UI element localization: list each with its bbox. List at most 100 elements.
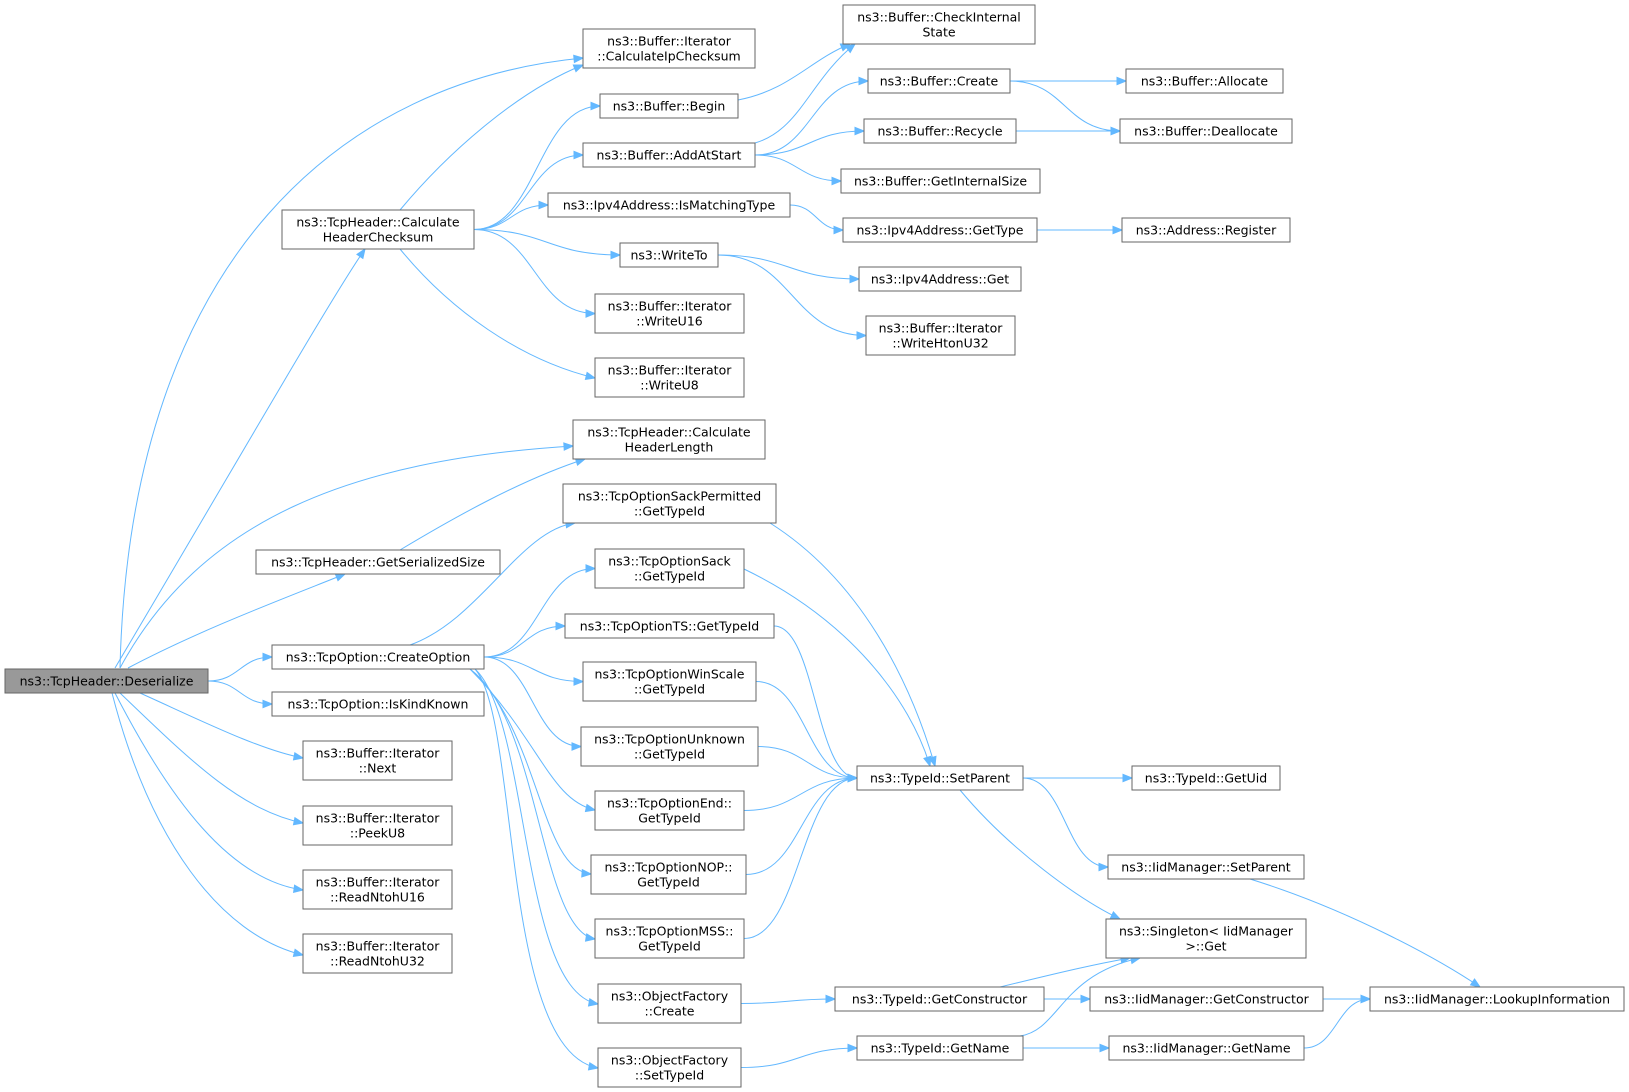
edge-arrowhead bbox=[573, 677, 585, 686]
edge-createOption-to-ts bbox=[483, 621, 567, 658]
edge-arrowhead bbox=[858, 76, 870, 86]
node-label-line: ns3::TypeId::GetConstructor bbox=[852, 992, 1028, 1007]
node-sackPermitted[interactable]: ns3::TcpOptionSackPermitted::GetTypeId bbox=[562, 483, 777, 524]
edge-isMatchingType-to-ipv4GetType bbox=[789, 204, 845, 235]
node-end[interactable]: ns3::TcpOptionEnd::GetTypeId bbox=[594, 790, 745, 831]
node-createOption[interactable]: ns3::TcpOption::CreateOption bbox=[271, 644, 485, 670]
node-box bbox=[840, 168, 1041, 194]
node-unknown[interactable]: ns3::TcpOptionUnknown::GetTypeId bbox=[580, 726, 759, 767]
node-box bbox=[590, 854, 747, 895]
node-getName[interactable]: ns3::TypeId::GetName bbox=[856, 1035, 1024, 1061]
edge-unknown-to-setParent bbox=[757, 746, 859, 783]
node-label-line: ns3::IidManager::GetConstructor bbox=[1104, 992, 1309, 1007]
node-sack[interactable]: ns3::TcpOptionSack::GetTypeId bbox=[594, 548, 745, 589]
node-bufAllocate[interactable]: ns3::Buffer::Allocate bbox=[1125, 68, 1284, 94]
edge-arrowhead bbox=[590, 101, 602, 111]
edge-line bbox=[399, 458, 586, 551]
node-box bbox=[594, 790, 745, 831]
node-setParent[interactable]: ns3::TypeId::SetParent bbox=[856, 765, 1024, 791]
node-bufBegin[interactable]: ns3::Buffer::Begin bbox=[599, 93, 739, 119]
edge-arrowhead bbox=[849, 274, 861, 284]
node-ipv4Get[interactable]: ns3::Ipv4Address::Get bbox=[858, 266, 1022, 292]
node-mss[interactable]: ns3::TcpOptionMSS::GetTypeId bbox=[594, 918, 745, 959]
node-writeTo[interactable]: ns3::WriteTo bbox=[619, 242, 719, 268]
node-bufCreate[interactable]: ns3::Buffer::Create bbox=[867, 68, 1011, 94]
node-bufRecycle[interactable]: ns3::Buffer::Recycle bbox=[863, 118, 1017, 144]
node-lookupInfo[interactable]: ns3::IidManager::LookupInformation bbox=[1369, 986, 1625, 1012]
edge-line bbox=[207, 680, 273, 705]
node-label-line: ns3::Ipv4Address::Get bbox=[871, 272, 1009, 287]
edge-line bbox=[119, 57, 584, 669]
node-readNtohU32[interactable]: ns3::Buffer::Iterator::ReadNtohU32 bbox=[302, 933, 453, 974]
node-isMatchingType[interactable]: ns3::Ipv4Address::IsMatchingType bbox=[547, 192, 791, 218]
node-next[interactable]: ns3::Buffer::Iterator::Next bbox=[302, 740, 453, 781]
node-getConstructor[interactable]: ns3::TypeId::GetConstructor bbox=[834, 986, 1045, 1012]
edge-arrowhead bbox=[844, 43, 857, 54]
node-label-line: ns3::TcpOptionMSS:: bbox=[606, 924, 734, 939]
edge-line bbox=[745, 777, 858, 875]
edge-addAtStart-to-bufCreate bbox=[754, 76, 870, 156]
edge-arrowhead bbox=[1360, 994, 1372, 1004]
node-box bbox=[582, 142, 756, 168]
edge-ofSetTypeId-to-getName bbox=[740, 1043, 859, 1068]
node-label-line: ns3::IidManager::LookupInformation bbox=[1384, 992, 1610, 1007]
edge-deserialize-to-readNtohU16 bbox=[114, 692, 305, 894]
edge-line bbox=[473, 204, 549, 230]
edge-line bbox=[717, 254, 860, 280]
node-peekU8[interactable]: ns3::Buffer::Iterator::PeekU8 bbox=[302, 805, 453, 846]
node-label-line: ns3::Ipv4Address::IsMatchingType bbox=[563, 198, 776, 213]
node-writeU8[interactable]: ns3::Buffer::Iterator::WriteU8 bbox=[594, 357, 745, 398]
edge-line bbox=[1022, 777, 1109, 868]
edge-arrowhead bbox=[584, 371, 597, 381]
node-ofSetTypeId[interactable]: ns3::ObjectFactory::SetTypeId bbox=[597, 1047, 742, 1088]
node-box bbox=[255, 549, 501, 575]
node-getSerializedSize[interactable]: ns3::TcpHeader::GetSerializedSize bbox=[255, 549, 501, 575]
edge-arrowhead bbox=[584, 933, 597, 942]
node-winScale[interactable]: ns3::TcpOptionWinScale::GetTypeId bbox=[582, 661, 757, 702]
node-label-line: ns3::Buffer::AddAtStart bbox=[597, 148, 742, 163]
node-label-line: ns3::TcpHeader::Calculate bbox=[587, 425, 751, 440]
node-getInternalSize[interactable]: ns3::Buffer::GetInternalSize bbox=[840, 168, 1041, 194]
edge-line bbox=[1019, 957, 1141, 1037]
edge-line bbox=[483, 625, 566, 658]
edge-line bbox=[999, 957, 1131, 988]
node-writeHtonU32[interactable]: ns3::Buffer::Iterator::WriteHtonU32 bbox=[865, 315, 1016, 356]
node-getUid[interactable]: ns3::TypeId::GetUid bbox=[1131, 765, 1281, 791]
node-label-line: ns3::TypeId::GetName bbox=[871, 1041, 1010, 1056]
node-singletonGet[interactable]: ns3::Singleton< IidManager>::Get bbox=[1105, 918, 1307, 959]
node-ofCreate[interactable]: ns3::ObjectFactory::Create bbox=[597, 983, 742, 1024]
node-calcIpChecksum[interactable]: ns3::Buffer::Iterator::CalculateIpChecks… bbox=[582, 28, 756, 69]
node-iidGetConstructor[interactable]: ns3::IidManager::GetConstructor bbox=[1089, 986, 1324, 1012]
node-iidSetParent[interactable]: ns3::IidManager::SetParent bbox=[1107, 854, 1305, 880]
node-label-line: ns3::Buffer::Recycle bbox=[877, 124, 1002, 139]
edge-setParent-to-getUid bbox=[1023, 773, 1134, 783]
node-readNtohU16[interactable]: ns3::Buffer::Iterator::ReadNtohU16 bbox=[302, 869, 453, 910]
node-box bbox=[594, 357, 745, 398]
edge-setParent-to-iidSetParent bbox=[1022, 777, 1110, 872]
edge-line bbox=[114, 248, 366, 669]
node-label-line: ns3::IidManager::SetParent bbox=[1121, 860, 1291, 875]
node-ts[interactable]: ns3::TcpOptionTS::GetTypeId bbox=[564, 613, 775, 639]
edge-line bbox=[111, 692, 304, 956]
node-bufDeallocate[interactable]: ns3::Buffer::Deallocate bbox=[1119, 118, 1293, 144]
node-box bbox=[858, 266, 1022, 292]
node-label-line: >::Get bbox=[1185, 939, 1226, 954]
edge-line bbox=[755, 681, 858, 779]
node-ipv4GetType[interactable]: ns3::Ipv4Address::GetType bbox=[842, 217, 1038, 243]
node-box bbox=[619, 242, 719, 268]
node-writeU16[interactable]: ns3::Buffer::Iterator::WriteU16 bbox=[594, 293, 745, 334]
node-addrRegister[interactable]: ns3::Address::Register bbox=[1121, 217, 1291, 243]
node-isKindKnown[interactable]: ns3::TcpOption::IsKindKnown bbox=[271, 691, 485, 717]
node-box bbox=[856, 765, 1024, 791]
node-deserialize[interactable]: ns3::TcpHeader::Deserialize bbox=[4, 668, 209, 694]
edge-line bbox=[474, 668, 599, 1069]
edge-arrowhead bbox=[587, 1062, 600, 1071]
node-nop[interactable]: ns3::TcpOptionNOP::GetTypeId bbox=[590, 854, 747, 895]
node-iidGetName[interactable]: ns3::IidManager::GetName bbox=[1108, 1035, 1305, 1061]
node-addAtStart[interactable]: ns3::Buffer::AddAtStart bbox=[582, 142, 756, 168]
node-box bbox=[302, 805, 453, 846]
edge-line bbox=[139, 692, 304, 759]
